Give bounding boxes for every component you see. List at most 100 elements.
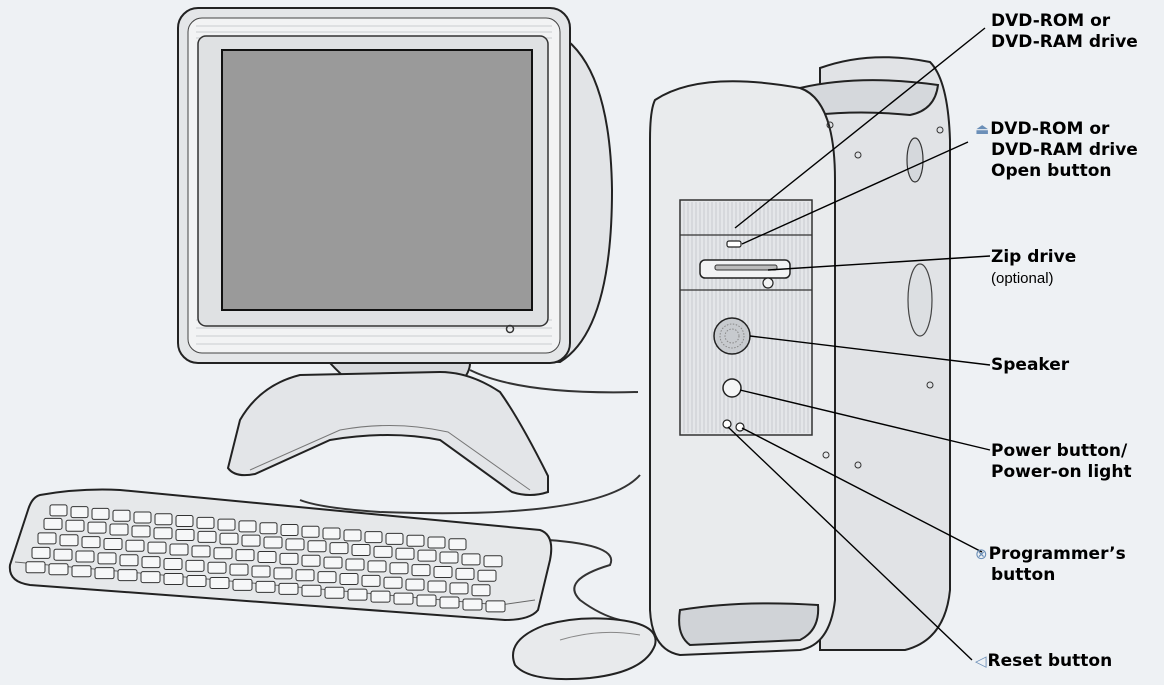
keyboard-key xyxy=(258,552,276,563)
keyboard-key xyxy=(98,553,116,564)
keyboard-key xyxy=(230,564,248,575)
keyboard-key xyxy=(302,585,321,596)
keyboard-key xyxy=(450,583,468,594)
keyboard-key xyxy=(456,568,474,579)
keyboard-key xyxy=(478,570,496,581)
keyboard-key xyxy=(418,550,436,561)
keyboard-key xyxy=(362,575,380,586)
callout-reset-button: ◁Reset button xyxy=(975,651,1112,672)
keyboard-key xyxy=(126,540,144,551)
keyboard-key xyxy=(281,524,298,535)
keyboard-key xyxy=(308,541,326,552)
keyboard-key xyxy=(66,520,84,531)
keyboard-key xyxy=(164,559,182,570)
keyboard-key xyxy=(462,554,480,565)
keyboard-key xyxy=(386,533,403,544)
keyboard-key xyxy=(323,528,340,539)
keyboard-key xyxy=(449,539,466,550)
monitor-screen xyxy=(222,50,532,310)
keyboard-key xyxy=(406,579,424,590)
keyboard-key xyxy=(318,572,336,583)
callout-reset-line1: Reset button xyxy=(988,651,1113,671)
keyboard-key xyxy=(198,531,216,542)
keyboard-key xyxy=(371,591,390,602)
keyboard-key xyxy=(132,526,150,537)
keyboard-key xyxy=(82,537,100,548)
callout-dvd-open-line3: Open button xyxy=(975,161,1138,182)
keyboard-key xyxy=(49,564,68,575)
keyboard-key xyxy=(296,570,314,581)
keyboard-key xyxy=(148,542,166,553)
callout-programmer-line2: button xyxy=(975,565,1126,586)
keyboard-key xyxy=(60,535,78,546)
keyboard-key xyxy=(252,566,270,577)
keyboard-key xyxy=(154,528,172,539)
keyboard-key xyxy=(274,568,292,579)
keyboard-key xyxy=(260,523,277,534)
keyboard-key xyxy=(440,552,458,563)
keyboard-key xyxy=(210,577,229,588)
keyboard-key xyxy=(394,593,413,604)
callout-dvd-drive-line2: DVD-RAM drive xyxy=(991,32,1138,53)
callout-programmer-line1: Programmer’s xyxy=(989,544,1126,564)
keyboard-key xyxy=(71,507,88,518)
keyboard-key xyxy=(239,521,256,532)
keyboard-key xyxy=(280,553,298,564)
speaker-grille xyxy=(714,318,750,354)
keyboard-key xyxy=(352,545,370,556)
keyboard-key xyxy=(95,568,114,579)
keyboard-key xyxy=(390,563,408,574)
keyboard-key xyxy=(440,597,459,608)
keyboard-key xyxy=(368,561,386,572)
keyboard-key xyxy=(88,522,106,533)
keyboard-key xyxy=(104,538,122,549)
callout-speaker: Speaker xyxy=(991,355,1069,376)
callout-power-button: Power button/ Power-on light xyxy=(991,441,1132,483)
callout-dvd-drive-line1: DVD-ROM or xyxy=(991,11,1138,32)
keyboard-key xyxy=(279,583,298,594)
keyboard-key xyxy=(340,574,358,585)
keyboard-key xyxy=(142,557,160,568)
keyboard-key xyxy=(72,566,91,577)
keyboard-key xyxy=(486,601,505,612)
keyboard-key xyxy=(50,505,67,516)
keyboard-key xyxy=(164,574,183,585)
keyboard-key xyxy=(434,566,452,577)
programmers-button xyxy=(736,423,744,431)
keyboard-key xyxy=(44,518,62,529)
keyboard-key xyxy=(113,510,130,521)
callout-programmers-button: ⊗Programmer’s button xyxy=(975,544,1126,586)
callout-power-line2: Power-on light xyxy=(991,462,1132,483)
keyboard-key xyxy=(324,557,342,568)
keyboard-key xyxy=(417,595,436,606)
reset-button xyxy=(723,420,731,428)
keyboard-key xyxy=(176,516,193,527)
keyboard-key xyxy=(208,562,226,573)
keyboard-key xyxy=(242,535,260,546)
keyboard-key xyxy=(141,572,160,583)
keyboard-key xyxy=(26,562,45,573)
keyboard-key xyxy=(214,548,232,559)
keyboard-key xyxy=(170,544,188,555)
keyboard-key xyxy=(76,551,94,562)
keyboard-key xyxy=(54,549,72,560)
eject-icon: ⏏ xyxy=(975,120,989,138)
keyboard-key xyxy=(396,548,414,559)
keyboard-key xyxy=(92,508,109,519)
mouse xyxy=(513,618,656,679)
keyboard-key xyxy=(374,546,392,557)
keyboard-key xyxy=(218,519,235,530)
keyboard-key xyxy=(472,585,490,596)
reset-triangle-icon: ◁ xyxy=(975,652,987,670)
callout-zip-line2: (optional) xyxy=(991,268,1076,289)
callout-dvd-open-line2: DVD-RAM drive xyxy=(975,140,1138,161)
callout-power-line1: Power button/ xyxy=(991,441,1132,462)
keyboard-key xyxy=(325,587,344,598)
callout-dvd-open-line1: DVD-ROM or xyxy=(990,119,1109,139)
keyboard-key xyxy=(484,556,502,567)
tower xyxy=(650,57,950,655)
keyboard-key xyxy=(256,581,275,592)
keyboard-key xyxy=(38,533,56,544)
callout-dvd-open-button: ⏏DVD-ROM or DVD-RAM drive Open button xyxy=(975,119,1138,182)
callout-zip-line1: Zip drive xyxy=(991,247,1076,268)
